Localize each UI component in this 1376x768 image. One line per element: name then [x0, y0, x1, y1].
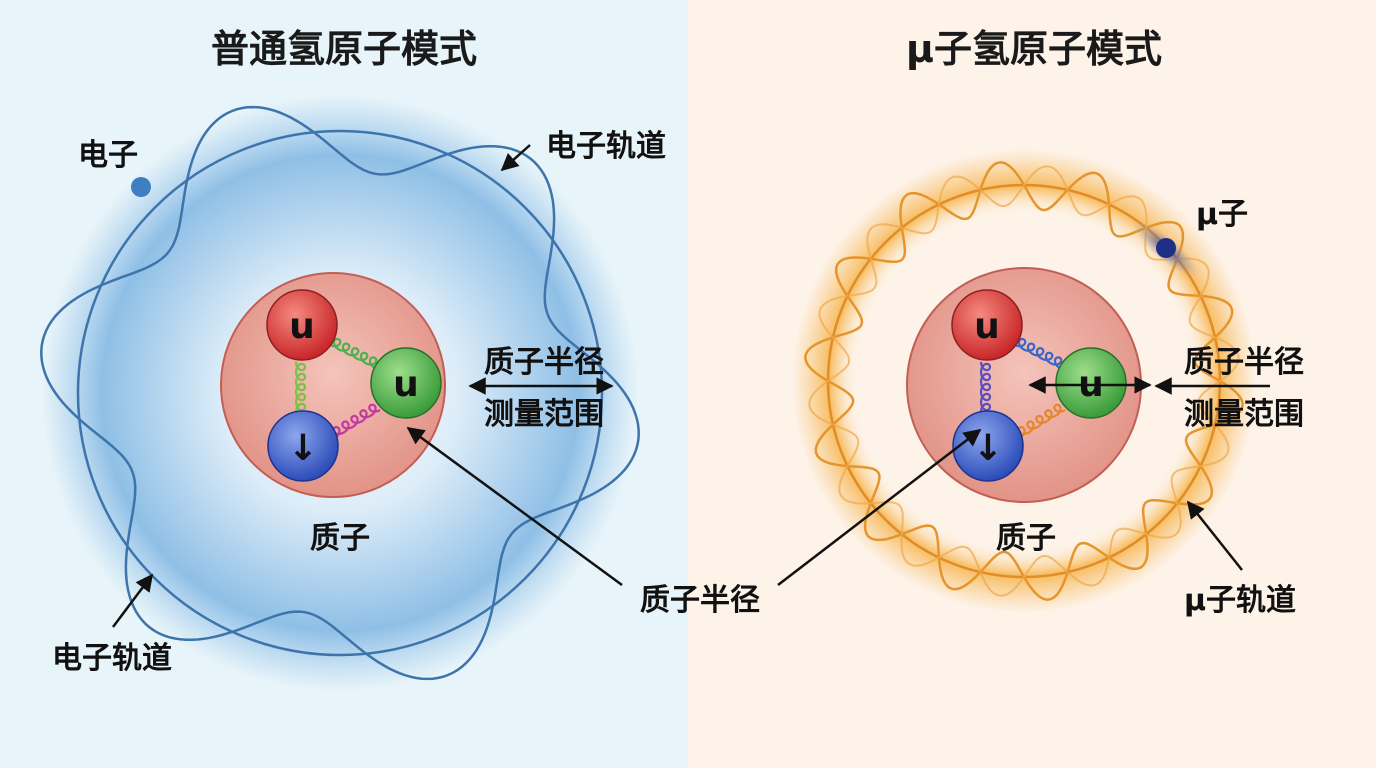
up-quark-green — [370, 347, 442, 419]
quark-label: ↓ — [973, 428, 1003, 469]
proton-radius-arrow-right — [777, 428, 982, 586]
down-quark-blue — [267, 410, 339, 482]
gluon-spring — [294, 361, 307, 413]
gluon-spring — [1014, 337, 1063, 369]
muon-dot — [1156, 238, 1176, 258]
left-title: 普通氢原子模式 — [211, 27, 477, 71]
muon-label: μ子 — [1196, 197, 1248, 232]
down-quark-blue — [952, 410, 1024, 482]
range-label-line2: 测量范围 — [484, 397, 604, 432]
right-title: μ子氢原子模式 — [906, 27, 1162, 71]
quark-label: ↓ — [288, 428, 318, 469]
proton-radius-callout: 质子半径 — [406, 426, 982, 618]
quark-label: u — [393, 364, 419, 405]
proton-radius-label: 质子半径 — [640, 583, 760, 618]
gluon-spring — [979, 361, 992, 413]
electron-dot — [131, 177, 151, 197]
gluon-spring — [329, 337, 378, 369]
right-panel: μ子氢原子模式 μ子 μ子轨道 u u ↓ 质子 质子半径 测量范围 — [792, 27, 1304, 618]
range-label-line1: 质子半径 — [484, 345, 604, 380]
up-quark-red — [951, 289, 1023, 361]
up-quark-red — [266, 289, 338, 361]
orbit-bottom-arrow — [112, 573, 154, 628]
muon-orbit-label: μ子轨道 — [1184, 583, 1296, 618]
quark-label: u — [974, 306, 1000, 347]
electron-orbit-wave — [40, 105, 640, 681]
quark-label: u — [289, 306, 315, 347]
range-label-line1: 质子半径 — [1184, 345, 1304, 380]
range-label-line2: 测量范围 — [1184, 397, 1304, 432]
left-panel: 普通氢原子模式 电子 电子轨道 电子轨道 u u ↓ 质子 质子半径 测量范围 — [40, 27, 666, 691]
gluon-spring — [1017, 403, 1066, 439]
proton-label: 质子 — [310, 521, 370, 556]
proton-label: 质子 — [996, 521, 1056, 556]
muon-orbit-wave — [808, 165, 1240, 597]
proton-radius-arrow-left — [406, 426, 623, 587]
orbit-top-arrow — [500, 144, 531, 172]
electron-label: 电子 — [78, 138, 138, 173]
muon-orbit-arrow — [1186, 500, 1243, 571]
gluon-spring — [332, 403, 381, 439]
orbit-label-bottom: 电子轨道 — [52, 641, 172, 676]
orbit-label-top: 电子轨道 — [546, 129, 666, 164]
